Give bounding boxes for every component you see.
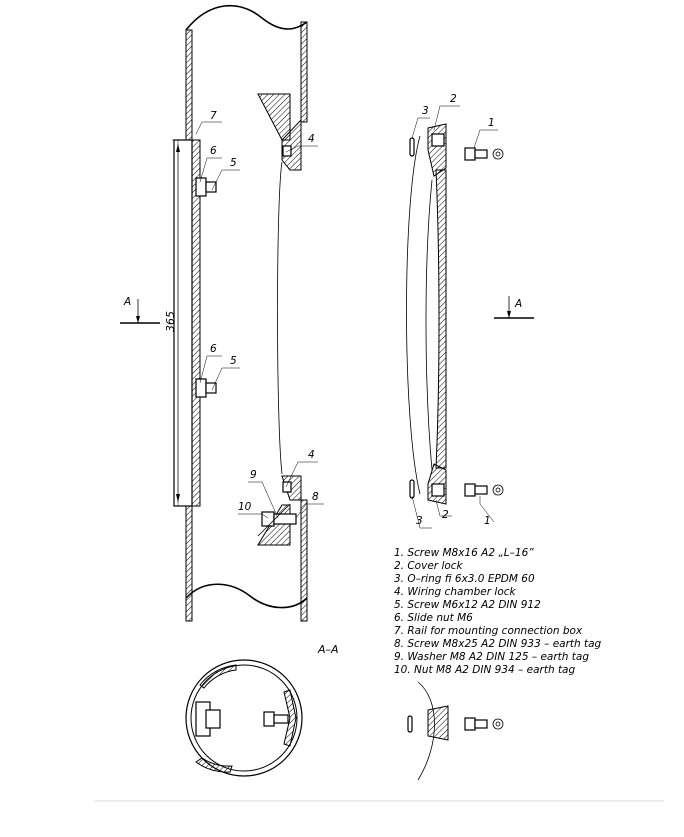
legend-item-2: 2. Cover lock <box>394 560 464 572</box>
callout-5-mid: 5 <box>230 355 237 367</box>
legend-item-8: 8. Screw M8x25 A2 DIN 933 – earth tag <box>394 638 602 650</box>
section-mark-left: A <box>120 296 160 324</box>
legend-item-7: 7. Rail for mounting connection box <box>394 625 583 637</box>
parts-legend: 1. Screw M8x16 A2 „L–16” 2. Cover lock 3… <box>394 547 602 676</box>
legend-item-1: 1. Screw M8x16 A2 „L–16” <box>394 547 534 559</box>
section-a-a-cover <box>407 681 504 781</box>
legend-item-5: 5. Screw M6x12 A2 DIN 912 <box>394 599 541 611</box>
dimension-label: 365 <box>164 311 177 332</box>
section-title: A–A <box>317 643 339 656</box>
callout-2-bottom: 2 <box>442 509 449 521</box>
callout-7: 7 <box>210 110 217 122</box>
callout-4-bottom: 4 <box>308 449 315 461</box>
legend-item-4: 4. Wiring chamber lock <box>394 586 517 598</box>
legend-item-10: 10. Nut M8 A2 DIN 934 – earth tag <box>394 664 575 676</box>
callout-5-top: 5 <box>230 157 237 169</box>
callout-3-top: 3 <box>422 105 429 117</box>
legend-item-3: 3. O–ring fi 6x3.0 EPDM 60 <box>394 573 535 585</box>
pipe-elevation-view <box>173 5 308 622</box>
cover-side-view <box>406 123 504 505</box>
callout-1-top: 1 <box>488 117 495 129</box>
callout-4-top: 4 <box>308 133 315 145</box>
callouts-right: 3 2 1 3 2 1 <box>411 93 498 529</box>
callout-9: 9 <box>250 469 257 481</box>
callout-3-bottom: 3 <box>416 515 423 527</box>
section-a-a-view: A–A <box>185 643 339 777</box>
section-letter-left: A <box>123 296 131 308</box>
callout-6-top: 6 <box>210 145 217 157</box>
callout-10: 10 <box>238 501 252 513</box>
callout-8: 8 <box>312 491 319 503</box>
legend-item-6: 6. Slide nut M6 <box>394 612 473 624</box>
callouts-left: 7 6 5 6 5 4 4 9 10 8 <box>195 110 324 519</box>
dimension-365: 365 <box>164 139 180 502</box>
section-letter-right: A <box>514 298 522 310</box>
callout-2-top: 2 <box>450 93 457 105</box>
callout-6-mid: 6 <box>210 343 217 355</box>
section-mark-right: A <box>494 296 534 319</box>
legend-item-9: 9. Washer M8 A2 DIN 125 – earth tag <box>394 651 589 663</box>
callout-1-bottom: 1 <box>484 515 491 527</box>
